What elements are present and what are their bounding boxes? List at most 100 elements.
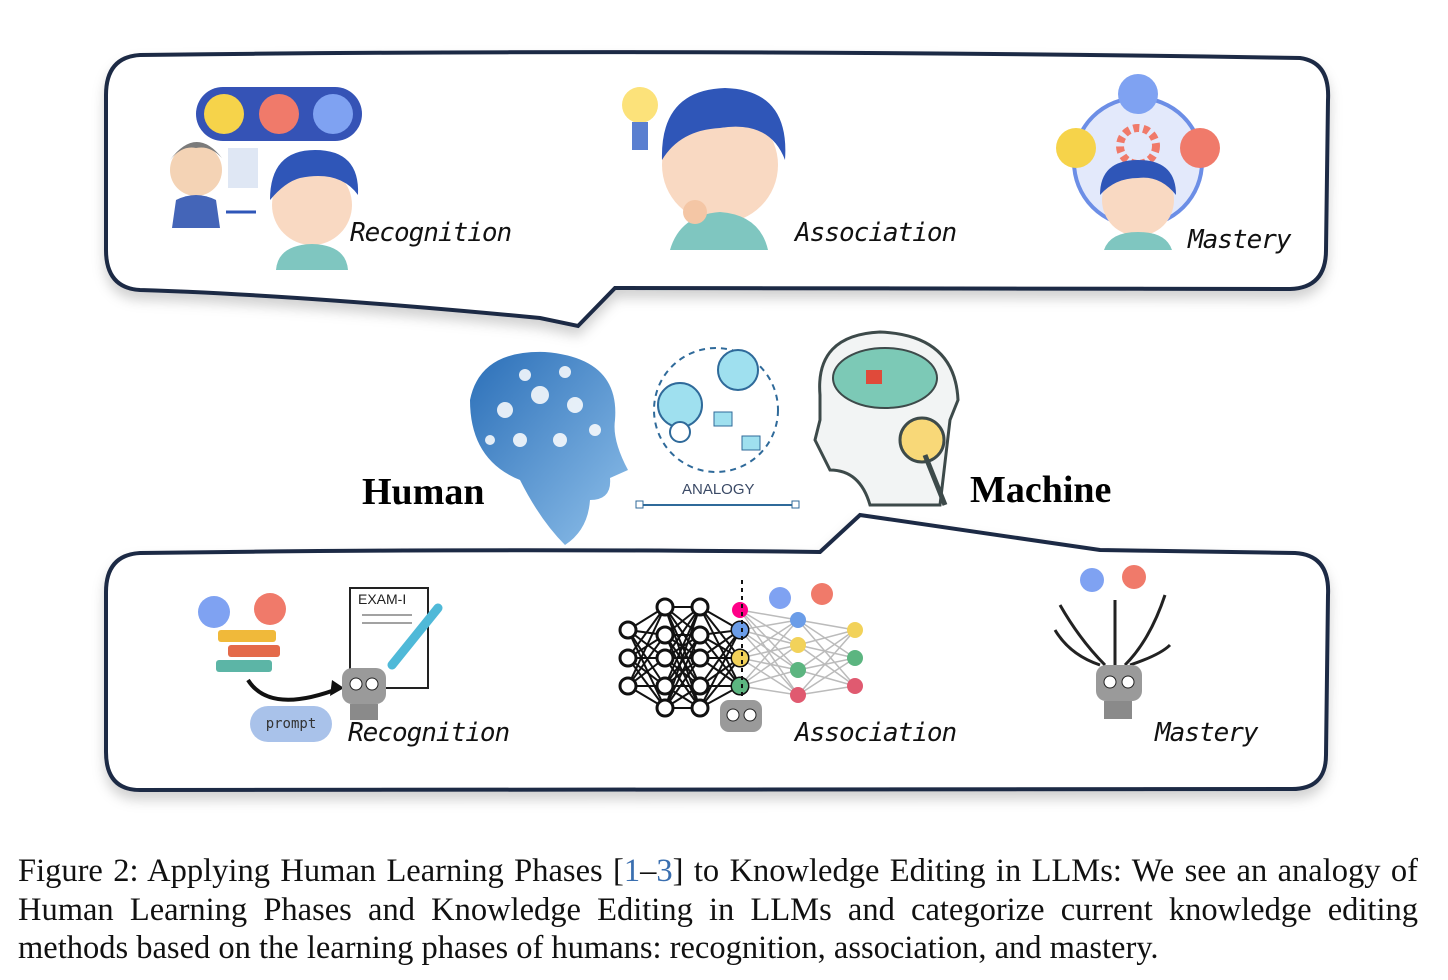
machine-phases-bubble [104, 512, 1331, 793]
network-node [618, 620, 638, 640]
human-recognition-label: Recognition [350, 218, 512, 248]
network-node [655, 648, 675, 668]
network-edge [627, 629, 666, 709]
human-association-label: Association [795, 218, 957, 248]
network-node [790, 687, 806, 703]
network-node [690, 698, 710, 718]
network-edge [739, 629, 799, 696]
network-edge [797, 629, 856, 671]
network-edge [739, 619, 799, 659]
network-node [790, 662, 806, 678]
robot-icon [1096, 665, 1142, 701]
human-mastery-label: Mastery [1188, 225, 1292, 255]
robot-icon [342, 668, 386, 704]
machine-association-label: Association [795, 718, 957, 748]
happy-face-icon [1056, 128, 1096, 168]
network-node [618, 676, 638, 696]
network-node [690, 625, 710, 645]
network-node [732, 622, 748, 638]
network-edge [797, 685, 856, 696]
network-edge [797, 619, 856, 631]
network-edge [699, 629, 741, 709]
robot-eye [726, 708, 740, 722]
network-edge [699, 657, 741, 709]
network-edge [699, 634, 741, 687]
sad-face-icon [1118, 74, 1158, 114]
network-node [655, 597, 675, 617]
network-edge [664, 634, 701, 709]
network-edge [739, 619, 799, 687]
network-edge [739, 669, 799, 687]
network-edge [797, 644, 856, 659]
network-edge [797, 669, 856, 687]
human-brain-icon [470, 351, 628, 545]
association-machine-icon [618, 580, 863, 732]
exam-label: EXAM-I [358, 591, 407, 607]
network-node [732, 678, 748, 694]
network-edge [627, 606, 666, 659]
happy-face-icon [204, 94, 244, 134]
sad-face-icon [198, 596, 230, 628]
analogy-icon [635, 347, 800, 509]
network-edge [739, 644, 799, 659]
angry-face-icon [254, 593, 286, 625]
machine-recognition-label: Recognition [348, 718, 510, 748]
sad-face-icon [1080, 568, 1104, 592]
network-edge [739, 619, 799, 631]
network-node [732, 602, 748, 618]
sad-face-icon [313, 94, 353, 134]
network-node [690, 648, 710, 668]
figure-caption: Figure 2: Applying Human Learning Phases… [18, 852, 1418, 968]
machine-label: Machine [970, 469, 1112, 511]
network-node [790, 612, 806, 628]
network-edge [739, 629, 799, 671]
network-edge [797, 657, 856, 696]
analogy-label: ANALOGY [682, 481, 755, 498]
machine-mastery-label: Mastery [1155, 718, 1259, 748]
network-node [790, 637, 806, 653]
network-edge [797, 629, 856, 646]
network-edge [627, 634, 666, 687]
network-edge [627, 606, 666, 687]
network-edge [739, 657, 799, 696]
network-edge [797, 644, 856, 687]
human-label: Human [362, 471, 485, 513]
caption-suffix: ] to Knowledge Editing in LLMs: We see a… [18, 853, 1418, 966]
network-edge [664, 606, 701, 659]
citation-link-1[interactable]: 1 [623, 853, 641, 889]
prompt-label: prompt [250, 706, 332, 742]
network-edge [664, 657, 701, 709]
network-edge [739, 629, 799, 646]
citation-link-3[interactable]: 3 [656, 853, 673, 889]
citation-separator: – [640, 853, 657, 889]
network-node [618, 648, 638, 668]
mastery-human-icon [1056, 74, 1220, 250]
network-edge [797, 619, 856, 687]
network-edge [739, 685, 799, 696]
network-node [690, 676, 710, 696]
network-edge [739, 609, 799, 671]
network-node [732, 650, 748, 666]
recognition-human-icon [170, 87, 362, 270]
network-edge [739, 657, 799, 671]
network-edge [797, 619, 856, 659]
robot-icon [720, 700, 762, 732]
network-node [655, 676, 675, 696]
network-node [655, 625, 675, 645]
network-node [847, 650, 863, 666]
network-edge [739, 609, 799, 646]
network-edge [664, 606, 701, 687]
angry-face-icon [259, 94, 299, 134]
machine-head-icon [813, 330, 960, 507]
caption-prefix: Figure 2: Applying Human Learning Phases… [18, 853, 624, 889]
angry-face-icon [1180, 128, 1220, 168]
pen-icon [387, 603, 443, 670]
network-edge [739, 644, 799, 687]
sad-face-icon [769, 587, 791, 609]
network-edge [739, 609, 799, 621]
network-edge [627, 657, 666, 709]
recognition-machine-icon [198, 587, 443, 720]
network-node [690, 597, 710, 617]
network-node [847, 622, 863, 638]
